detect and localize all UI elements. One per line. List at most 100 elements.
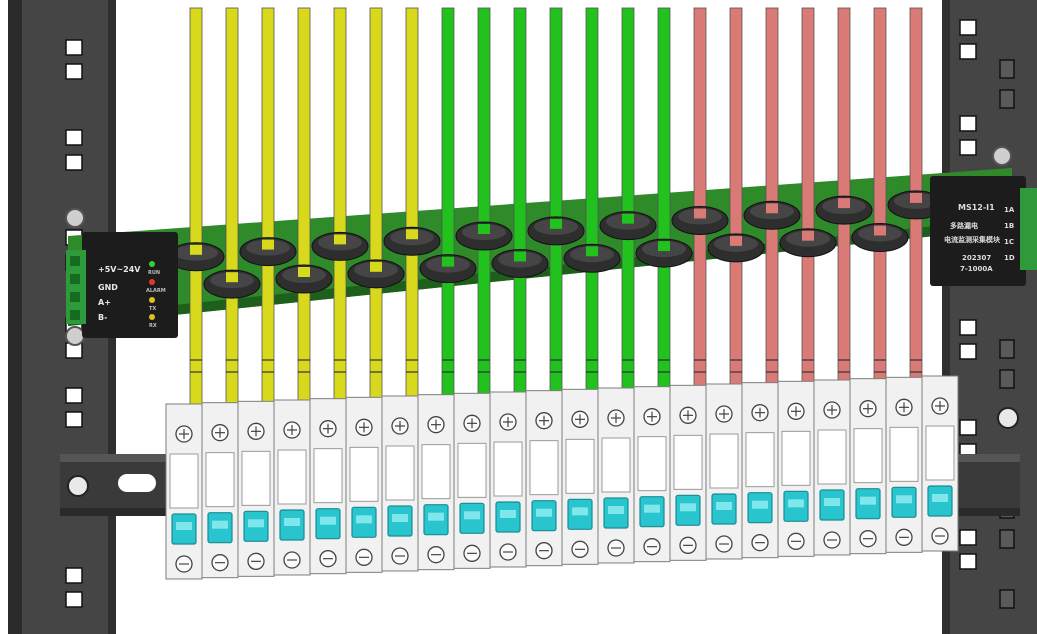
- wire: [189, 7, 203, 411]
- rack-slot: [999, 529, 1015, 549]
- breaker-window: [925, 425, 955, 481]
- toggle-highlight: [464, 511, 480, 520]
- rack-hole: [959, 43, 977, 60]
- toggle-highlight: [932, 494, 948, 502]
- breaker: [885, 376, 923, 553]
- wire-through-ring: [694, 208, 706, 219]
- wire: [297, 7, 311, 411]
- side-label-4: 1D: [1004, 254, 1015, 262]
- module-date: 202307: [962, 254, 991, 262]
- breaker-window: [457, 442, 487, 498]
- a-plus-label: A+: [98, 298, 111, 307]
- toggle-highlight: [320, 516, 336, 525]
- wire-through-ring: [550, 218, 562, 229]
- breaker: [705, 383, 743, 560]
- breaker-window: [601, 437, 631, 493]
- breaker: [741, 382, 779, 559]
- wire: [729, 7, 743, 411]
- toggle-highlight: [248, 519, 264, 528]
- breaker-window: [241, 450, 271, 506]
- wire: [261, 7, 275, 411]
- breaker: [489, 391, 527, 568]
- wire: [441, 7, 455, 411]
- rack-hole: [65, 591, 83, 608]
- wire-through-ring: [262, 239, 274, 250]
- breaker-window: [889, 426, 919, 482]
- toggle-highlight: [212, 520, 228, 529]
- wire-through-ring: [298, 267, 310, 277]
- rx-led-icon: [149, 314, 155, 320]
- breaker: [237, 400, 275, 577]
- breaker: [417, 394, 455, 571]
- wire-bundle: [189, 7, 923, 411]
- breaker: [201, 402, 239, 579]
- alarm-label: ALARM: [146, 288, 166, 294]
- gnd-label: GND: [98, 283, 118, 292]
- run-led-icon: [149, 261, 155, 267]
- rack-slot: [999, 589, 1015, 609]
- toggle-highlight: [428, 512, 444, 521]
- wire: [549, 7, 563, 411]
- breaker-window: [421, 444, 451, 500]
- toggle-highlight: [716, 502, 732, 510]
- b-minus-label: B-: [98, 313, 107, 322]
- toggle-highlight: [500, 510, 516, 518]
- wire-through-ring: [910, 192, 922, 203]
- breaker: [309, 398, 347, 575]
- wire-through-ring: [586, 246, 598, 257]
- breaker-window: [673, 434, 703, 490]
- toggle-highlight: [860, 496, 876, 505]
- side-label-1: 1A: [1004, 206, 1015, 214]
- rack-mounting-holes: [959, 19, 1015, 609]
- breaker-window: [745, 432, 775, 488]
- tx-label: TX: [149, 306, 156, 312]
- breaker: [561, 388, 599, 565]
- wire-through-ring: [226, 272, 238, 283]
- rack-hole: [65, 129, 83, 146]
- wire: [477, 7, 491, 411]
- breaker-window: [853, 428, 883, 484]
- side-label-3: 1C: [1004, 238, 1014, 246]
- breaker: [813, 379, 851, 556]
- toggle-highlight: [824, 498, 840, 506]
- module-serial: 7-1000A: [960, 265, 993, 273]
- rack-hole: [959, 419, 977, 436]
- wire-through-ring: [874, 225, 886, 236]
- breaker-window: [205, 452, 235, 508]
- wire-through-ring: [406, 229, 418, 240]
- rack-hole: [65, 63, 83, 80]
- breaker: [273, 399, 311, 576]
- right-monitoring-module: MS12-I1 多路漏电 电流监测采集模块 202307 7-1000A 1A …: [930, 176, 1037, 286]
- current-sensor-rings: [167, 190, 945, 299]
- wire-through-ring: [766, 203, 778, 214]
- wire-through-ring: [442, 256, 454, 267]
- wire: [405, 7, 419, 411]
- toggle-highlight: [572, 507, 588, 516]
- side-label-2: 1B: [1004, 222, 1014, 230]
- module-name-2: 电流监测采集模块: [944, 235, 1001, 244]
- rack-hole: [959, 19, 977, 36]
- rack-slot: [999, 339, 1015, 359]
- rack-slot: [999, 369, 1015, 389]
- rack-hole: [959, 553, 977, 570]
- rack-hole: [65, 154, 83, 171]
- wire: [585, 7, 599, 411]
- run-label: RUN: [148, 270, 160, 276]
- breaker: [921, 375, 959, 552]
- wire-through-ring: [478, 224, 490, 235]
- wire: [621, 7, 635, 411]
- rack-hole: [65, 411, 83, 428]
- wire: [657, 7, 671, 411]
- power-label: +5V~24V: [98, 265, 141, 274]
- breaker-window: [493, 441, 523, 497]
- toggle-highlight: [896, 495, 912, 504]
- wire: [873, 7, 887, 411]
- module-name-1: 多路漏电: [950, 221, 978, 230]
- left-control-module: +5V~24V GND A+ B- RUN ALARM TX RX: [66, 232, 178, 338]
- wire-through-ring: [514, 251, 526, 262]
- wire-through-ring: [730, 235, 742, 246]
- breaker-window: [565, 438, 595, 494]
- toggle-highlight: [788, 499, 804, 508]
- wire: [369, 7, 383, 411]
